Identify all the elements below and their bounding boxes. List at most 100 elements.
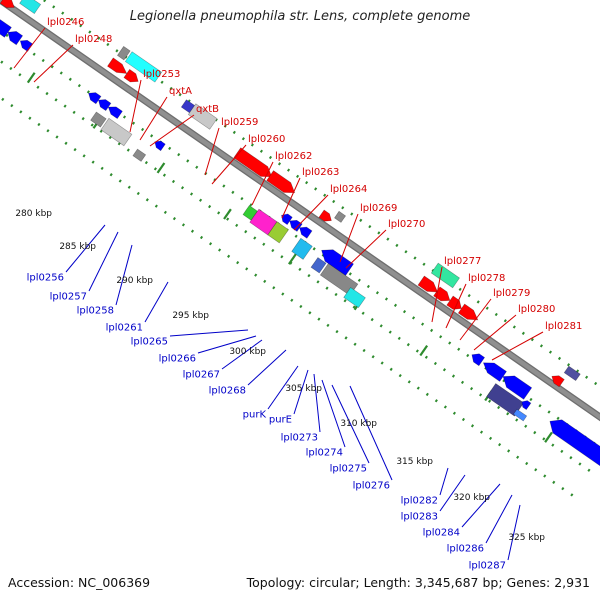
forward-label-1: lpl0248 xyxy=(75,34,112,45)
forward-label-12: lpl0277 xyxy=(444,256,481,267)
reverse-label-leader-0 xyxy=(65,224,106,273)
scale-label-8: 320 kbp xyxy=(453,493,490,503)
forward-label-leader-13 xyxy=(445,283,467,329)
reverse-gene-18 xyxy=(299,226,313,239)
reverse-label-leader-10 xyxy=(313,373,321,433)
forward-gene-3 xyxy=(0,0,15,8)
scale-label-3: 295 kbp xyxy=(172,311,209,321)
forward-gene-5 xyxy=(124,51,163,83)
reverse-gene-8 xyxy=(107,106,123,120)
reverse-label-4: lpl0265 xyxy=(131,336,168,347)
scale-label-2: 290 kbp xyxy=(116,276,153,286)
reverse-label-leader-18 xyxy=(507,504,521,561)
reverse-gene-23 xyxy=(310,257,327,274)
reverse-gene-28 xyxy=(521,400,532,411)
reverse-label-leader-15 xyxy=(439,474,466,512)
reverse-gene-20 xyxy=(321,249,354,276)
reverse-label-7: lpl0268 xyxy=(209,385,246,396)
reverse-label-leader-16 xyxy=(461,483,501,528)
scale-tick-1 xyxy=(26,72,36,84)
reverse-label-leader-6 xyxy=(221,339,263,370)
reverse-gene-25 xyxy=(482,362,507,382)
scale-tick-7 xyxy=(419,344,429,357)
scale-label-4: 300 kbp xyxy=(229,347,266,357)
reverse-gene-14 xyxy=(249,208,278,236)
forward-label-leader-15 xyxy=(473,314,517,351)
reverse-label-15: lpl0283 xyxy=(401,511,438,522)
reverse-label-14: lpl0282 xyxy=(401,495,438,506)
reverse-label-leader-5 xyxy=(197,335,257,354)
scale-label-9: 325 kbp xyxy=(508,533,545,543)
reverse-label-leader-4 xyxy=(169,329,249,337)
forward-label-leader-6 xyxy=(211,144,247,185)
forward-label-8: lpl0263 xyxy=(302,167,339,178)
forward-gene-19 xyxy=(551,375,565,388)
forward-label-leader-4 xyxy=(149,114,195,147)
forward-gene-14 xyxy=(430,262,460,289)
forward-gene-20 xyxy=(563,365,581,382)
reverse-label-leader-3 xyxy=(144,281,169,323)
reverse-label-6: lpl0267 xyxy=(183,369,220,380)
reverse-gene-24 xyxy=(471,353,486,367)
reverse-gene-12 xyxy=(132,148,147,162)
forward-gene-15 xyxy=(417,275,439,293)
forward-gene-9 xyxy=(187,103,218,130)
reverse-label-leader-2 xyxy=(115,244,133,306)
scale-tick-5 xyxy=(288,253,297,265)
reverse-gene-7 xyxy=(98,99,112,112)
reverse-gene-6 xyxy=(88,92,102,105)
reverse-gene-29 xyxy=(513,408,528,422)
forward-gene-6 xyxy=(107,57,128,74)
reverse-label-16: lpl0284 xyxy=(423,527,460,538)
forward-gene-11 xyxy=(266,170,296,194)
reverse-gene-10 xyxy=(100,117,133,147)
reverse-gene-19 xyxy=(291,237,313,260)
reverse-label-leader-9 xyxy=(293,369,309,415)
forward-label-leader-16 xyxy=(491,331,544,361)
forward-label-leader-2 xyxy=(129,79,142,133)
forward-label-16: lpl0281 xyxy=(545,321,582,332)
forward-label-leader-7 xyxy=(251,161,274,206)
genome-summary: Topology: circular; Length: 3,345,687 bp… xyxy=(246,575,590,590)
forward-label-7: lpl0262 xyxy=(275,151,312,162)
reverse-label-leader-8 xyxy=(267,365,299,410)
forward-label-2: lpl0253 xyxy=(143,69,180,80)
forward-label-10: lpl0269 xyxy=(360,203,397,214)
scale-tick-3 xyxy=(156,162,166,174)
reverse-label-leader-7 xyxy=(247,349,287,386)
reverse-gene-15 xyxy=(267,221,289,244)
reverse-gene-26 xyxy=(502,375,533,400)
forward-gene-12 xyxy=(318,209,332,222)
reverse-label-12: lpl0275 xyxy=(330,463,367,474)
reverse-label-11: lpl0274 xyxy=(306,447,343,458)
forward-label-leader-11 xyxy=(345,229,387,269)
reverse-label-1: lpl0257 xyxy=(50,291,87,302)
reverse-label-leader-14 xyxy=(439,467,449,496)
forward-gene-7 xyxy=(123,68,139,83)
reverse-label-8: purK xyxy=(243,409,267,420)
forward-label-14: lpl0279 xyxy=(493,288,530,299)
reverse-label-5: lpl0266 xyxy=(159,353,196,364)
reverse-gene-3 xyxy=(7,31,24,46)
forward-label-11: lpl0270 xyxy=(388,219,425,230)
forward-label-leader-10 xyxy=(339,213,359,263)
reverse-label-leader-12 xyxy=(331,384,370,464)
scale-label-1: 285 kbp xyxy=(59,242,96,252)
reverse-label-0: lpl0256 xyxy=(27,272,64,283)
reverse-gene-17 xyxy=(289,219,303,232)
reverse-gene-9 xyxy=(90,111,107,128)
reverse-label-3: lpl0261 xyxy=(106,322,143,333)
forward-label-leader-9 xyxy=(293,194,329,231)
reverse-gene-30 xyxy=(549,419,600,467)
forward-label-6: lpl0260 xyxy=(248,134,285,145)
reverse-label-18: lpl0287 xyxy=(469,560,506,571)
reverse-gene-16 xyxy=(281,213,293,226)
forward-gene-13 xyxy=(334,210,347,223)
forward-label-leader-8 xyxy=(281,177,301,219)
forward-label-leader-1 xyxy=(33,44,74,83)
forward-label-3: qxtA xyxy=(169,86,192,97)
map-title: Legionella pneumophila str. Lens, comple… xyxy=(129,9,471,24)
accession-label: Accession: NC_006369 xyxy=(8,575,151,590)
